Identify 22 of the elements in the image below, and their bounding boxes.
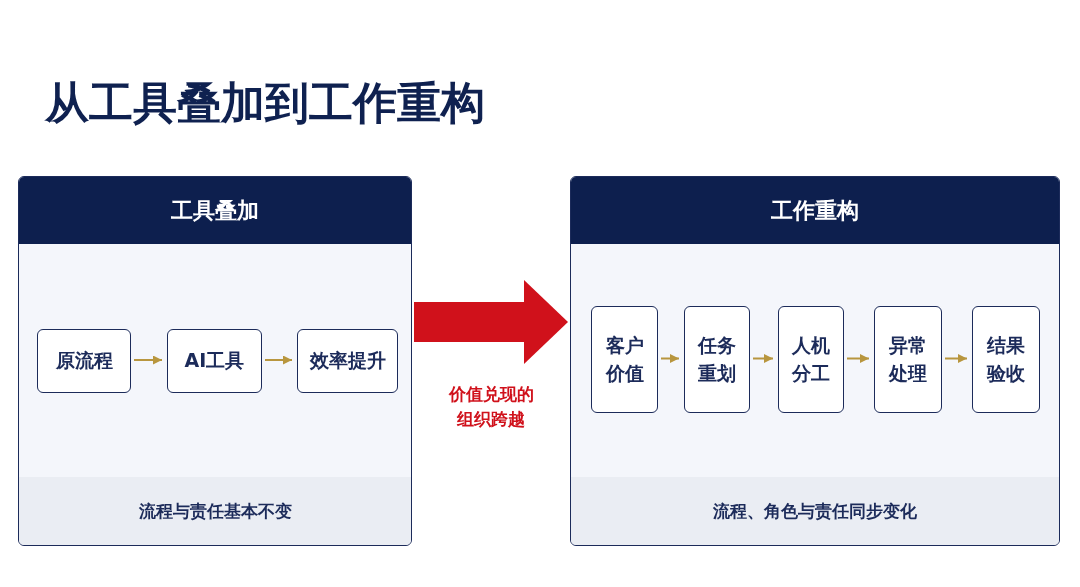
process-box: AI工具: [167, 329, 262, 393]
arrow: [264, 355, 293, 365]
title: 从工具叠加到工作重构: [45, 76, 485, 130]
block-arrow: [414, 280, 568, 364]
panel-footer: 流程与责任基本不变: [19, 477, 411, 545]
panel-header: 工具叠加: [19, 177, 411, 244]
panel: [18, 176, 412, 546]
process-box: 原流程: [37, 329, 131, 393]
arrow: [944, 354, 968, 363]
process-box: 结果验收: [972, 306, 1040, 413]
process-box: 任务重划: [684, 306, 750, 413]
panel: [570, 176, 1060, 546]
panel-header: 工作重构: [571, 177, 1059, 244]
process-box: 异常处理: [874, 306, 942, 413]
arrow: [752, 354, 774, 363]
process-box: 人机分工: [778, 306, 844, 413]
process-box: 效率提升: [297, 329, 398, 393]
panel-footer: 流程、角色与责任同步变化: [571, 477, 1059, 545]
process-box: 客户价值: [591, 306, 658, 413]
arrow: [846, 354, 870, 363]
arrow: [133, 355, 163, 365]
arrow: [660, 354, 680, 363]
